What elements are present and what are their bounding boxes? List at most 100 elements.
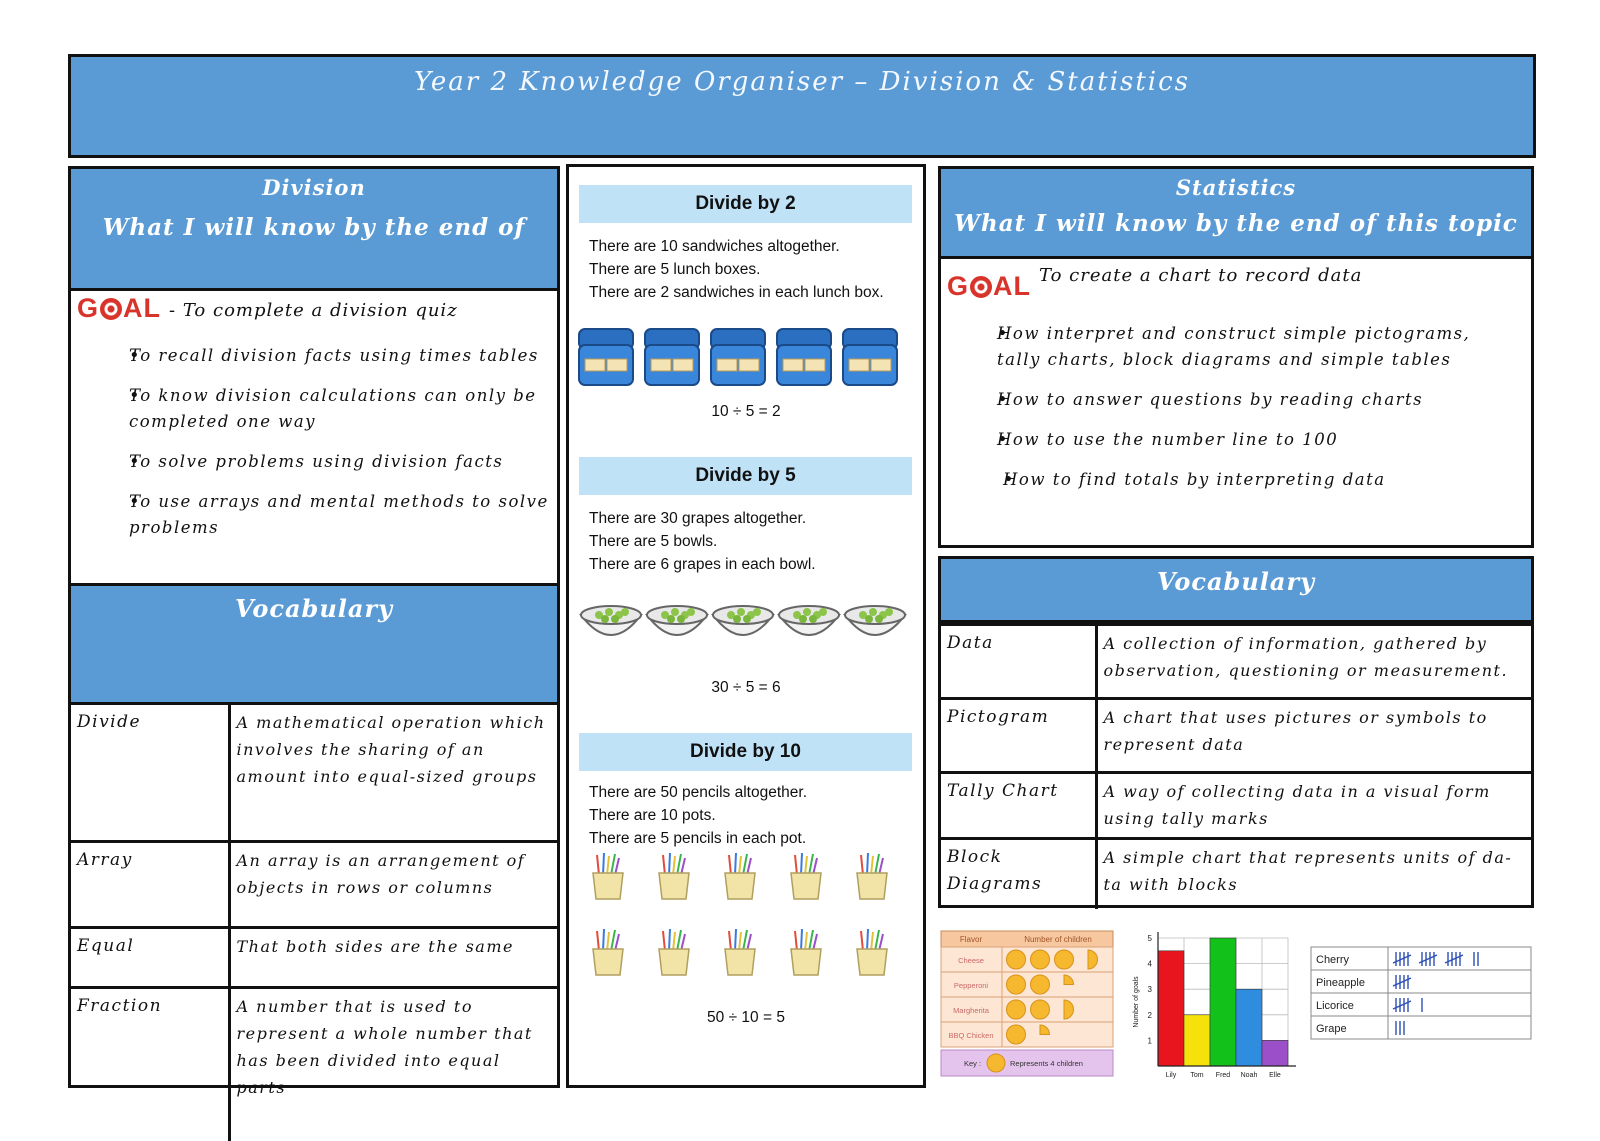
- statistics-vocab-header: Vocabulary: [941, 559, 1531, 623]
- pictogram-key-box: [940, 1049, 1114, 1077]
- vocab-definition: A way of collecting data in a visual for…: [1096, 771, 1531, 839]
- example-line: There are 2 sandwiches in each lunch box…: [589, 284, 884, 301]
- y-axis-label: Number of goals: [1133, 976, 1140, 1028]
- pencil-pot-icon: [856, 853, 888, 900]
- pizza-icon: [1030, 999, 1050, 1020]
- pictogram-label: BBQ Chicken: [948, 1031, 993, 1040]
- example-line: There are 6 grapes in each bowl.: [589, 556, 816, 573]
- table-row: Tally Chart A way of collecting data in …: [941, 771, 1531, 839]
- division-panel: Division What I will know by the end of …: [68, 166, 560, 1141]
- table-row: Array An array is an arrangement of obje…: [71, 839, 557, 927]
- y-tick-label: 5: [1148, 934, 1153, 943]
- vocab-term: Equal: [71, 925, 231, 987]
- lunchbox-icon: [710, 328, 766, 386]
- vocab-definition: That both sides are the same: [229, 925, 557, 987]
- statistics-vocab-table: Data A collection of information, gather…: [941, 623, 1531, 909]
- tally-strike: [1418, 954, 1438, 964]
- division-vocab-table: Divide A mathematical operation which in…: [71, 705, 557, 1141]
- pizza-icon: [1030, 974, 1050, 995]
- list-item: How to find totals by interpreting data: [941, 467, 1531, 493]
- grape-bowl-icon: [712, 605, 774, 636]
- list-item: To solve problems using division facts: [71, 449, 557, 475]
- example-line: There are 10 pots.: [589, 807, 716, 824]
- example-line: There are 5 bowls.: [589, 533, 718, 550]
- x-tick-label: Fred: [1216, 1072, 1231, 1079]
- example-equation: 10 ÷ 5 = 2: [711, 403, 781, 420]
- pencil-pot-icon: [790, 853, 822, 900]
- division-subtitle: What I will know by the end of: [102, 214, 526, 241]
- division-bullet-list: To recall division facts using times tab…: [71, 343, 557, 541]
- pizza-slice-icon: [1039, 1024, 1051, 1035]
- bar: [1157, 950, 1185, 1067]
- bar: [1261, 1040, 1289, 1067]
- pencil-pot-grid: [592, 853, 888, 976]
- tally-strike: [1392, 954, 1412, 964]
- table-row: Block Diagrams A simple chart that repre…: [941, 837, 1531, 909]
- list-item: To use arrays and mental methods to solv…: [71, 489, 557, 541]
- pizza-icon: [986, 1053, 1006, 1073]
- table-row: Data A collection of information, gather…: [941, 624, 1531, 699]
- vocab-definition: A simple chart that represents units of …: [1096, 837, 1531, 909]
- vocab-term: Pictogram: [941, 697, 1098, 773]
- example-line: There are 5 pencils in each pot.: [589, 830, 807, 847]
- table-row: Divide A mathematical operation which in…: [71, 705, 557, 841]
- statistics-panel: Statistics What I will know by the end o…: [938, 166, 1534, 548]
- pencil-pot-icon: [658, 928, 690, 976]
- page-title: Year 2 Knowledge Organiser – Division & …: [413, 67, 1191, 97]
- pictogram-header: Flavor: [960, 935, 983, 944]
- lunchbox-icon: [842, 328, 898, 386]
- vocab-definition: A number that is used to represent a who…: [229, 985, 557, 1141]
- list-item: How interpret and construct simple picto…: [941, 321, 1531, 373]
- division-header: Division What I will know by the end of: [71, 169, 557, 291]
- y-tick-label: 2: [1148, 1011, 1153, 1020]
- list-item: To recall division facts using times tab…: [71, 343, 557, 369]
- x-tick-label: Lily: [1166, 1072, 1177, 1079]
- example-line: There are 30 grapes altogether.: [589, 510, 807, 527]
- y-tick-label: 4: [1148, 960, 1153, 969]
- tally-label: Cherry: [1316, 954, 1350, 966]
- tally-strike: [1392, 977, 1412, 987]
- statistics-goal-text: To create a chart to record data: [1039, 265, 1363, 286]
- pictogram-key-text: Represents 4 children: [1010, 1059, 1083, 1068]
- vocab-term: Array: [71, 839, 231, 927]
- division-vocab-header: Vocabulary: [71, 583, 557, 705]
- vocab-term: Tally Chart: [941, 771, 1098, 839]
- grape-bowl-icon: [646, 605, 708, 636]
- vocab-definition: A chart that uses pictures or symbols to…: [1096, 697, 1531, 773]
- example-line: There are 5 lunch boxes.: [589, 261, 761, 278]
- example-line: There are 10 sandwiches altogether.: [589, 238, 840, 255]
- list-item: How to answer questions by reading chart…: [941, 387, 1531, 413]
- example-title: Divide by 10: [579, 733, 912, 771]
- pizza-icon: [1006, 949, 1026, 970]
- example-line: There are 50 pencils altogether.: [589, 784, 807, 801]
- pictogram-key-label: Key :: [964, 1059, 981, 1068]
- vocab-term: Fraction: [71, 985, 231, 1141]
- statistics-header: Statistics What I will know by the end o…: [941, 169, 1531, 259]
- pizza-icon: [1030, 949, 1050, 970]
- tally-label: Pineapple: [1316, 977, 1365, 989]
- example-text: There are 10 sandwiches altogether. Ther…: [589, 235, 884, 304]
- pencil-pot-icon: [658, 853, 690, 900]
- lunchbox-icon: [644, 328, 700, 386]
- division-goals: GAL - To complete a division quiz To rec…: [71, 291, 557, 583]
- table-row: Equal That both sides are the same: [71, 925, 557, 987]
- y-tick-label: 1: [1148, 1036, 1153, 1045]
- statistics-subtitle: What I will know by the end of this topi…: [954, 210, 1518, 237]
- pencil-pot-icon: [724, 928, 756, 976]
- pictogram-row: [940, 946, 1114, 973]
- vocab-definition: An array is an arrangement of objects in…: [229, 839, 557, 927]
- vocab-term: Data: [941, 624, 1098, 699]
- vocab-definition: A mathematical operation which involves …: [236, 713, 546, 786]
- bar: [1183, 1014, 1211, 1067]
- bar: [1209, 937, 1237, 1067]
- example-equation: 30 ÷ 5 = 6: [711, 679, 781, 696]
- vocab-term: Divide: [71, 705, 231, 841]
- pizza-icon: [1006, 999, 1026, 1020]
- example-title: Divide by 2: [579, 185, 912, 223]
- tally-label: Grape: [1316, 1023, 1347, 1035]
